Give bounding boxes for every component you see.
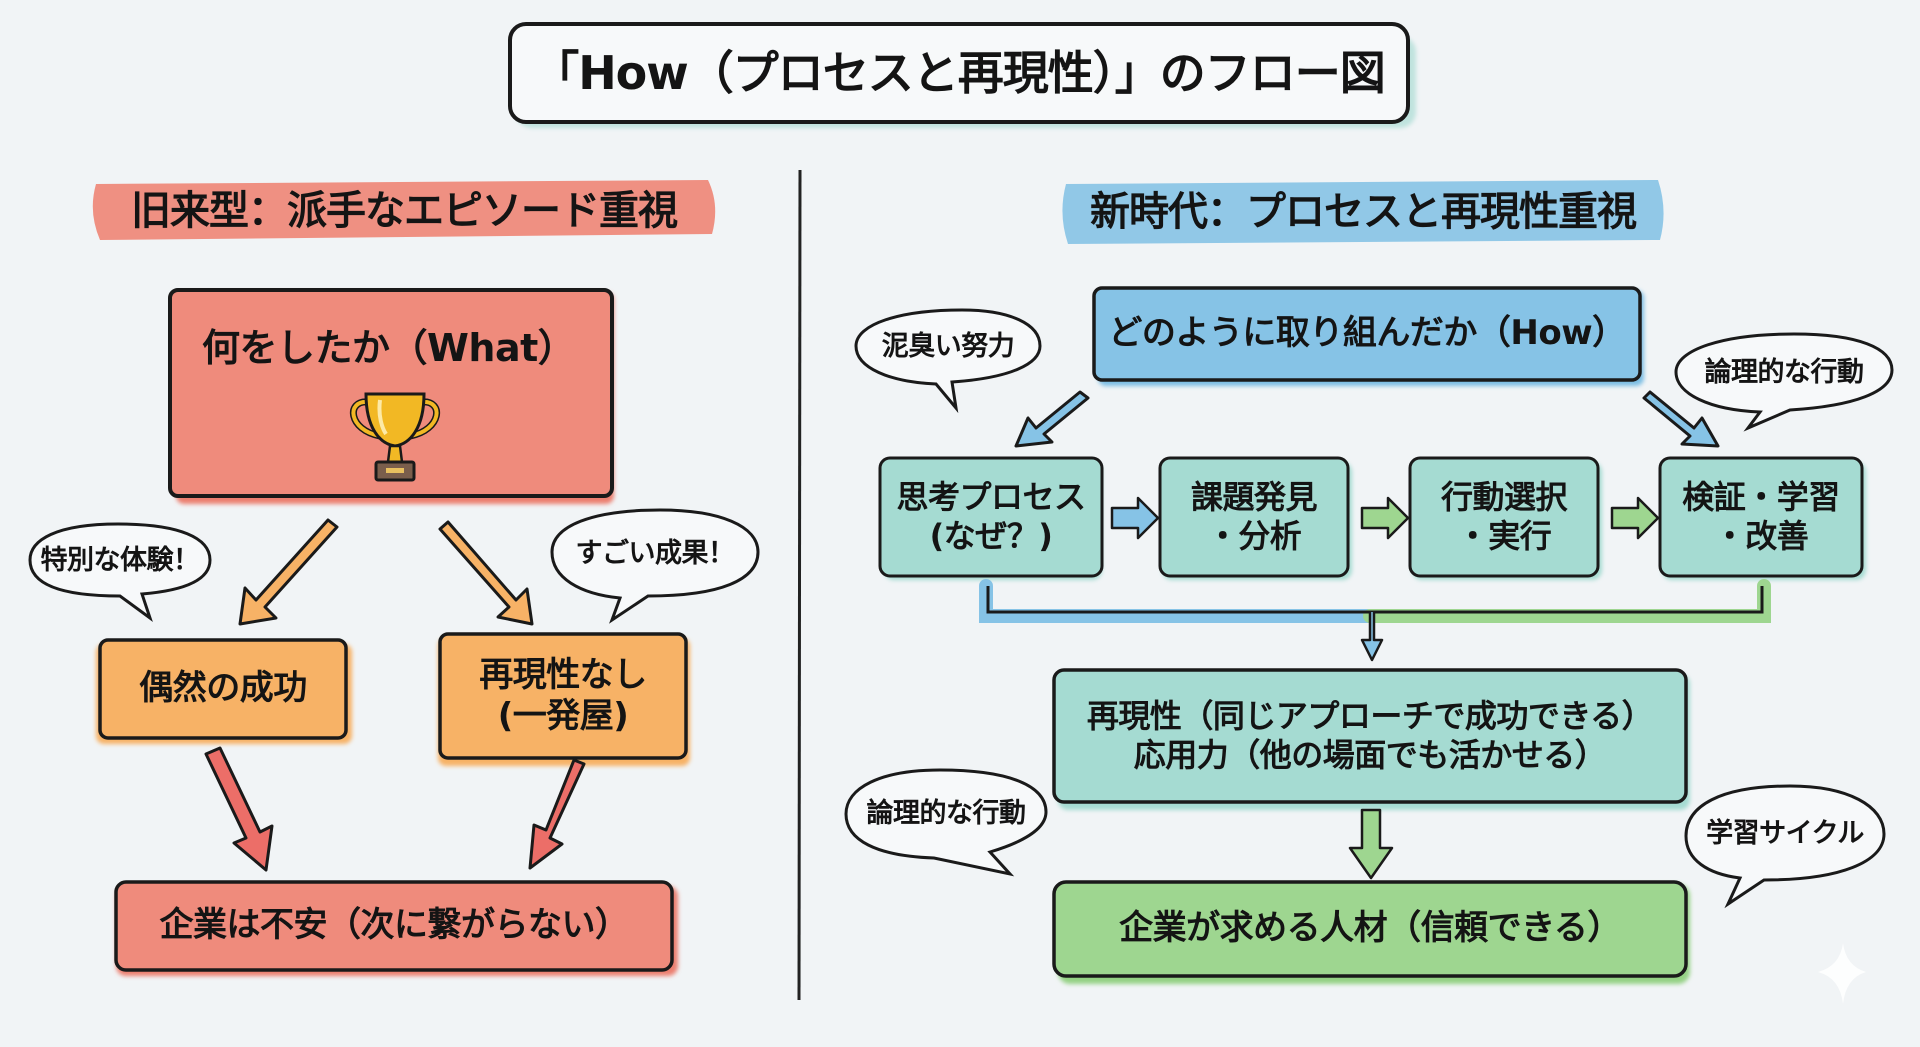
luck-box-label: 偶然の成功: [139, 668, 307, 709]
right-header-highlight: [1062, 180, 1664, 244]
arrow-to-no-repro: [438, 520, 534, 626]
page-title: 「How（プロセスと再現性）」のフロー図: [533, 45, 1386, 100]
bubble-great-result: [550, 508, 760, 624]
bubble-great-result-text: すごい成果！: [575, 537, 736, 569]
talent-result-label: 企業が求める人材（信頼できる）: [1119, 908, 1621, 949]
arrow-norepro-to-result: [528, 758, 586, 870]
arrow-to-luck: [238, 518, 339, 626]
bubble-learning-cycle: [1684, 784, 1886, 909]
arrow-outcome-to-result: [1348, 808, 1394, 880]
bubble-muddy-effort-text: 泥臭い努力: [881, 330, 1015, 362]
trophy-icon: [350, 392, 440, 482]
step-box-verify: [1658, 456, 1866, 580]
step-action-label: 行動選択 ・実行: [1440, 477, 1568, 555]
left-header-highlight: [92, 180, 716, 240]
no-repro-box-label: 再現性なし (一発屋): [479, 654, 647, 736]
step-thinking-label: 思考プロセス (なぜ？): [896, 477, 1086, 555]
bubble-logical-action-top-text: 論理的な行動: [1704, 356, 1865, 388]
merge-connector: [979, 579, 1771, 662]
outcome-box-label: 再現性（同じアプローチで成功できる） 応用力（他の場面でも活かせる）: [1086, 696, 1654, 774]
bubble-special-experience: [28, 522, 212, 622]
step-box-action: [1408, 456, 1602, 580]
arrow-step-3-4: [1610, 496, 1660, 540]
talent-result-box: [1052, 880, 1690, 984]
bubble-logical-action-bottom-text: 論理的な行動: [866, 797, 1027, 829]
left-section-header: 旧来型：派手なエピソード重視: [131, 187, 678, 234]
bubble-logical-action-top: [1674, 332, 1894, 432]
anxiety-result-box: [114, 880, 678, 976]
step-box-analysis: [1158, 456, 1352, 580]
arrow-step-1-2: [1110, 496, 1160, 540]
step-analysis-label: 課題発見 ・分析: [1190, 477, 1318, 555]
anxiety-result-label: 企業は不安（次に繋がらない）: [159, 905, 630, 946]
how-box-label: どのように取り組んだか（How）: [1108, 313, 1626, 354]
luck-box: [96, 638, 352, 744]
section-divider: [797, 169, 802, 1001]
step-box-thinking: [878, 456, 1104, 580]
bubble-logical-action-bottom: [844, 768, 1048, 877]
step-verify-label: 検証・学習 ・改善: [1682, 477, 1840, 555]
arrow-step-2-3: [1360, 496, 1410, 540]
outcome-box: [1052, 668, 1690, 810]
arrow-how-to-thinking: [1014, 390, 1090, 448]
title-box: [508, 22, 1416, 128]
bubble-muddy-effort: [854, 308, 1042, 414]
sparkle-icon: [1818, 943, 1866, 1004]
how-box: [1092, 286, 1644, 386]
what-box-label: 何をしたか（What）: [202, 325, 576, 370]
no-repro-box: [438, 632, 690, 766]
arrow-luck-to-result: [204, 746, 274, 872]
right-section-header: 新時代：プロセスと再現性重視: [1090, 188, 1637, 235]
arrow-how-to-verify: [1642, 390, 1720, 448]
bubble-special-experience-text: 特別な体験！: [40, 544, 201, 576]
bubble-learning-cycle-text: 学習サイクル: [1706, 817, 1864, 849]
